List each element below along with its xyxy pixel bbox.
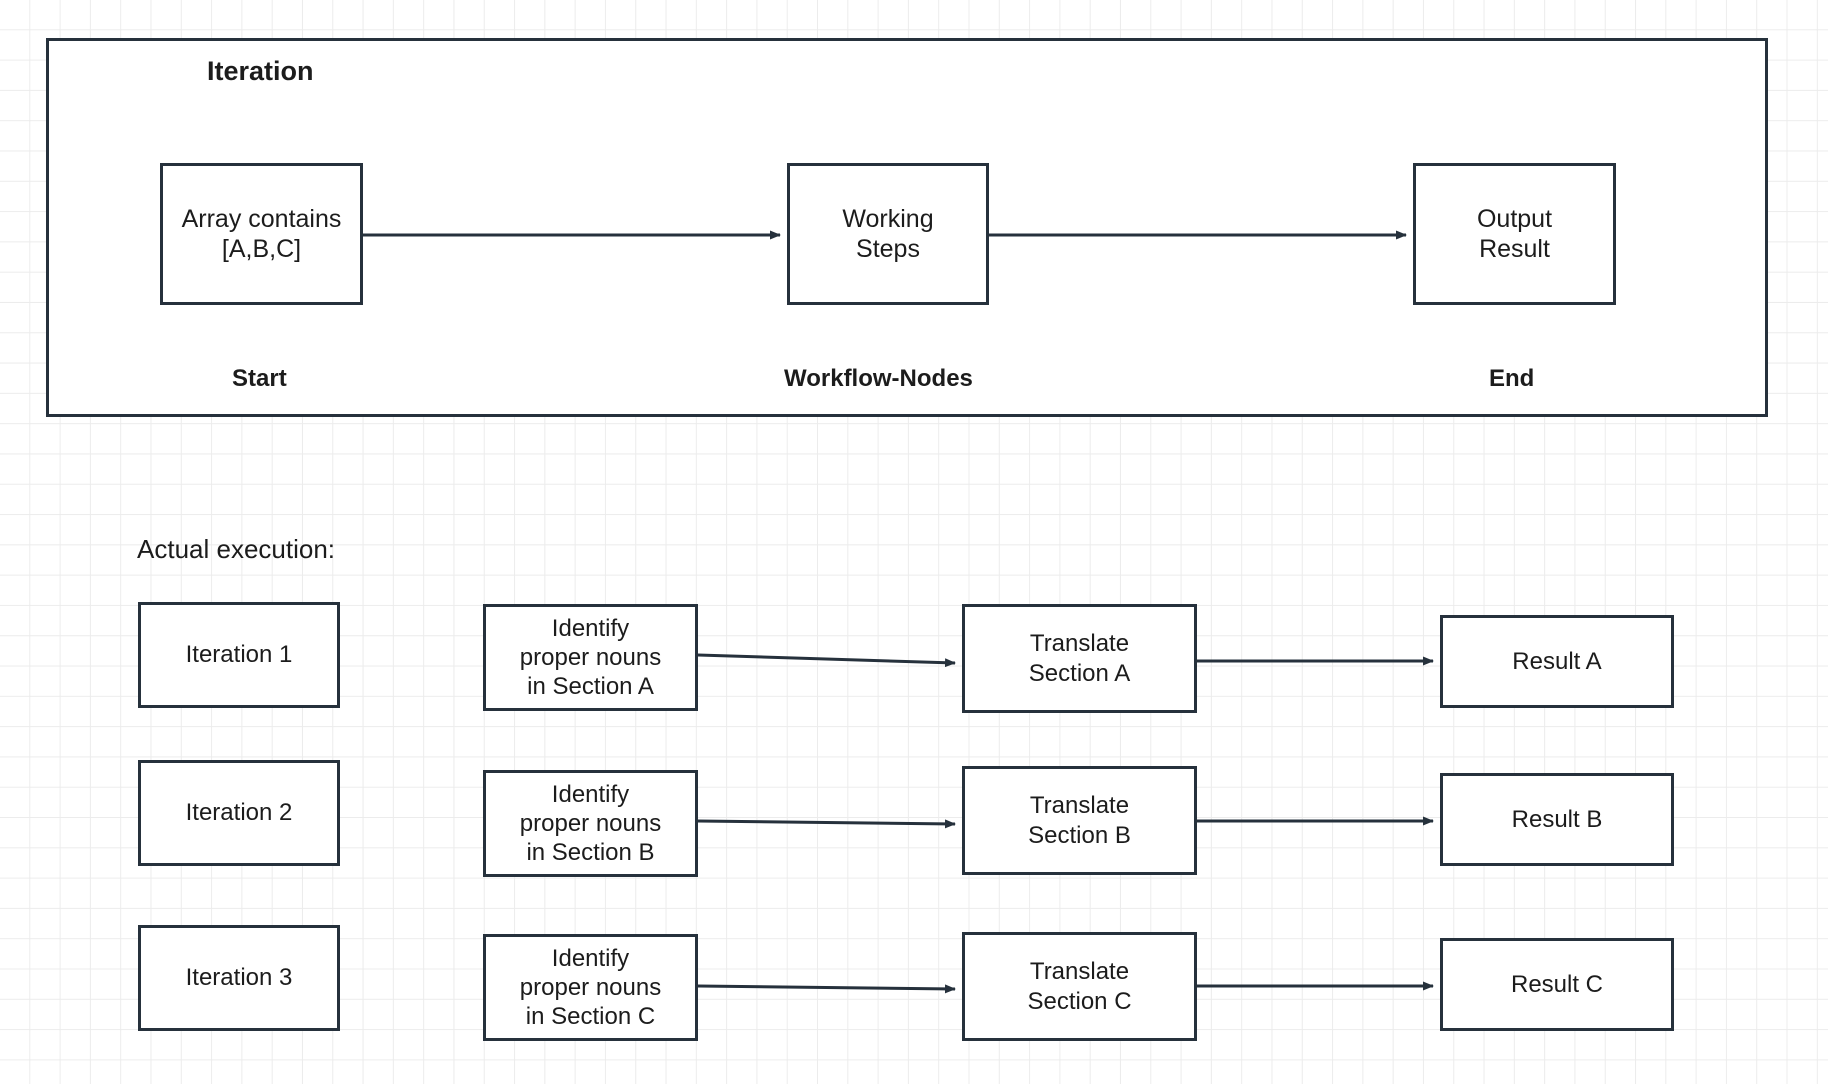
identify-nouns-a-node[interactable]: Identify proper nouns in Section A — [483, 604, 698, 711]
phase-label-start: Start — [232, 365, 287, 392]
identify-nouns-b-node[interactable]: Identify proper nouns in Section B — [483, 770, 698, 877]
result-c-node[interactable]: Result C — [1440, 938, 1674, 1031]
start-node[interactable]: Array contains [A,B,C] — [160, 163, 363, 305]
iteration-1-node[interactable]: Iteration 1 — [138, 602, 340, 708]
arrow-identify-b-to-translate-b — [697, 819, 956, 829]
iteration-3-node[interactable]: Iteration 3 — [138, 925, 340, 1031]
output-result-node[interactable]: Output Result — [1413, 163, 1616, 305]
phase-label-workflow-nodes: Workflow-Nodes — [784, 365, 973, 392]
phase-label-end: End — [1489, 365, 1535, 392]
translate-section-b-node[interactable]: Translate Section B — [962, 766, 1197, 875]
result-a-node[interactable]: Result A — [1440, 615, 1674, 708]
translate-section-c-node[interactable]: Translate Section C — [962, 932, 1197, 1041]
working-steps-node[interactable]: Working Steps — [787, 163, 989, 305]
iteration-title: Iteration — [207, 56, 314, 86]
identify-nouns-c-node[interactable]: Identify proper nouns in Section C — [483, 934, 698, 1041]
arrow-identify-a-to-translate-a — [697, 653, 956, 668]
iteration-2-node[interactable]: Iteration 2 — [138, 760, 340, 866]
actual-execution-heading: Actual execution: — [137, 534, 336, 564]
translate-section-a-node[interactable]: Translate Section A — [962, 604, 1197, 713]
arrow-identify-c-to-translate-c — [697, 984, 956, 994]
result-b-node[interactable]: Result B — [1440, 773, 1674, 866]
